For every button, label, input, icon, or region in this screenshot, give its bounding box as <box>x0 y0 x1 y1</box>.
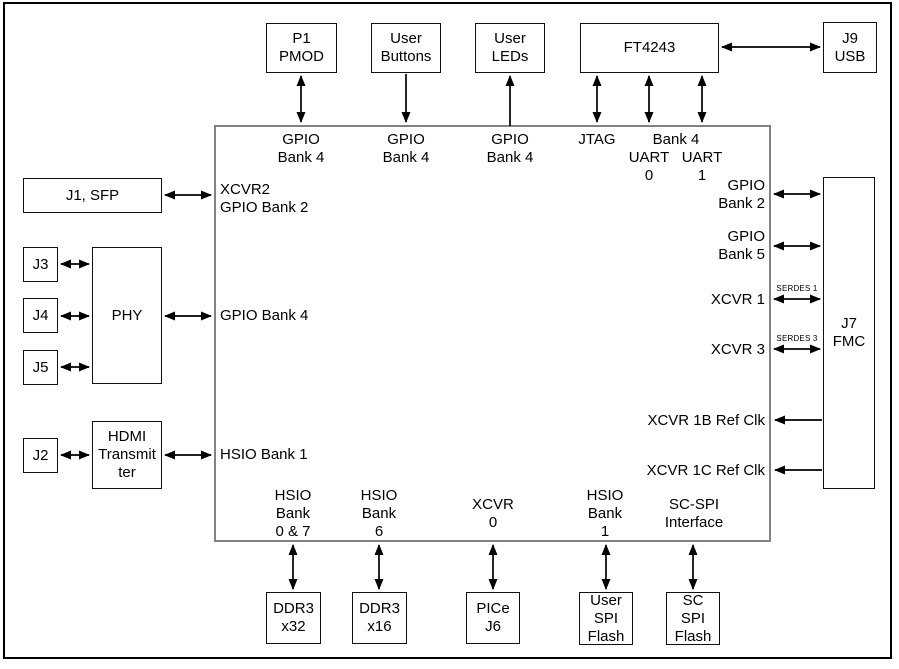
fpga-label-xcvr1c-ref-clk: XCVR 1C Ref Clk <box>646 462 765 479</box>
fpga-main-block <box>214 125 771 542</box>
block-sc-spi-flash: SC SPI Flash <box>666 592 720 645</box>
page-border <box>3 2 892 659</box>
fpga-label-gpio-bank2-right: GPIO Bank 2 <box>718 177 765 212</box>
fpga-label-bank4: Bank 4 <box>652 131 700 148</box>
block-j4: J4 <box>23 298 58 333</box>
fpga-label-jtag: JTAG <box>578 131 616 148</box>
fpga-label-xcvr1b-ref-clk: XCVR 1B Ref Clk <box>647 412 765 429</box>
fpga-label-hsio-bank-1: HSIO Bank 1 <box>586 487 624 540</box>
fpga-label-gpio-bank5-right: GPIO Bank 5 <box>718 228 765 263</box>
block-j9-usb: J9 USB <box>823 22 877 73</box>
fpga-label-uart0: UART 0 <box>628 149 670 184</box>
block-j7-fmc: J7 FMC <box>823 177 875 489</box>
block-pice-j6: PICe J6 <box>466 592 520 644</box>
fpga-label-gpio-bank4-leds: GPIO Bank 4 <box>486 131 534 166</box>
block-user-spi-flash: User SPI Flash <box>579 592 633 645</box>
fpga-label-sc-spi-interface: SC-SPI Interface <box>664 496 724 531</box>
fpga-label-hsio-bank1-left: HSIO Bank 1 <box>220 446 308 463</box>
fpga-label-hsio-bank-6: HSIO Bank 6 <box>360 487 398 540</box>
block-ddr3-x32: DDR3 x32 <box>266 592 321 644</box>
bus-label-serdes-1: SERDES 1 <box>776 284 818 293</box>
fpga-label-gpio-bank4-pmod: GPIO Bank 4 <box>277 131 325 166</box>
block-j1-sfp: J1, SFP <box>23 178 162 213</box>
block-j5: J5 <box>23 350 58 385</box>
block-j2: J2 <box>23 438 58 473</box>
block-phy: PHY <box>92 247 162 384</box>
block-p1-pmod: P1 PMOD <box>266 23 337 73</box>
block-ft4243: FT4243 <box>580 23 719 73</box>
bus-label-serdes-3: SERDES 3 <box>776 334 818 343</box>
fpga-label-xcvr2-gpio-bank2: XCVR2 GPIO Bank 2 <box>220 181 309 216</box>
fpga-label-uart1: UART 1 <box>681 149 723 184</box>
block-hdmi-transmitter: HDMI Transmit ter <box>92 421 162 489</box>
fpga-label-hsio-bank-0-7: HSIO Bank 0 & 7 <box>274 487 312 540</box>
fpga-label-xcvr1: XCVR 1 <box>710 291 765 308</box>
fpga-label-gpio-bank4-left: GPIO Bank 4 <box>220 307 309 324</box>
block-ddr3-x16: DDR3 x16 <box>352 592 407 644</box>
block-user-buttons: User Buttons <box>371 23 441 73</box>
fpga-label-xcvr3: XCVR 3 <box>710 341 765 358</box>
fpga-label-gpio-bank4-buttons: GPIO Bank 4 <box>382 131 430 166</box>
block-user-leds: User LEDs <box>475 23 545 73</box>
fpga-label-xcvr-0: XCVR 0 <box>472 496 514 531</box>
block-j3: J3 <box>23 247 58 282</box>
